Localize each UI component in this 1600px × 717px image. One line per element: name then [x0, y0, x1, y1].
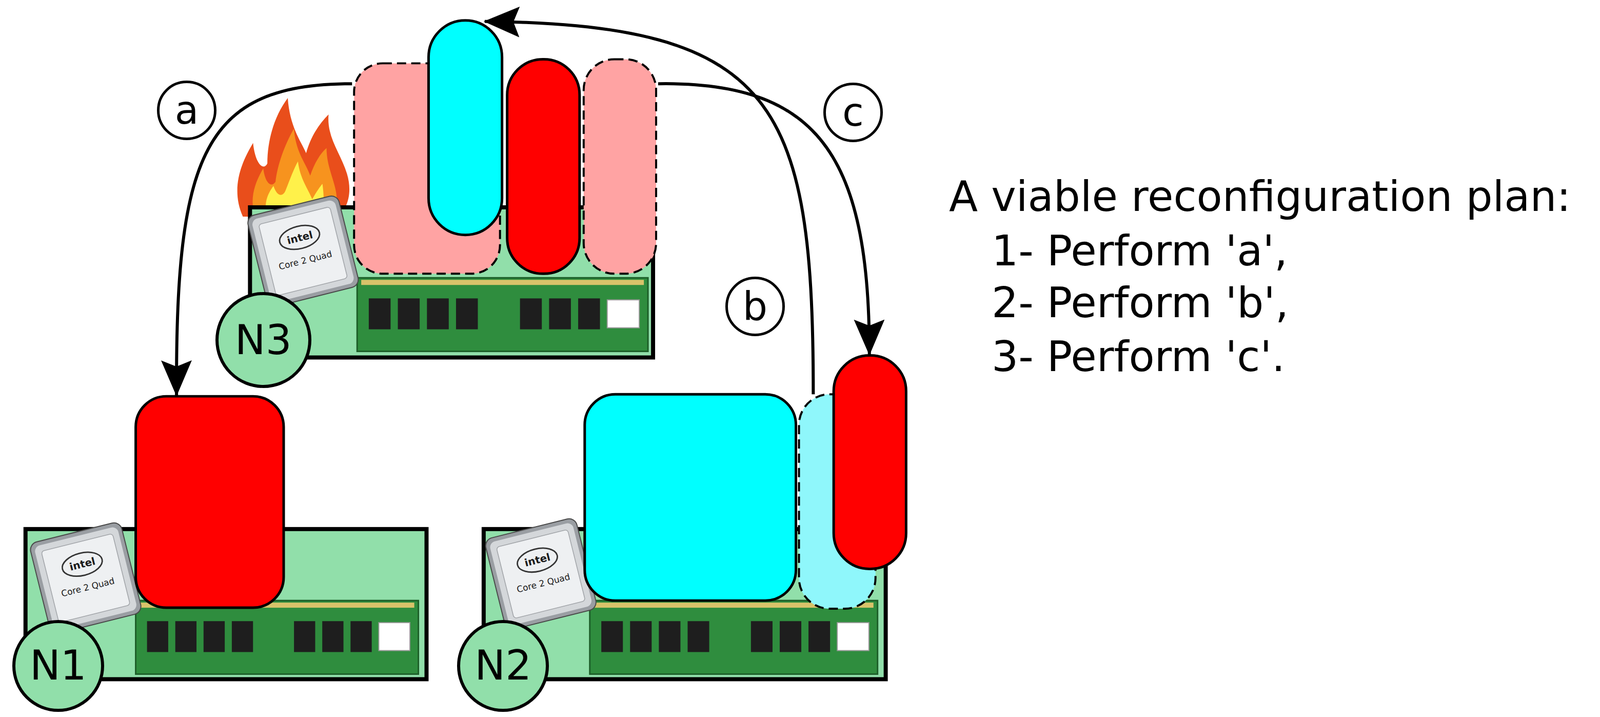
vm-cyan	[584, 393, 797, 601]
ram-board	[589, 600, 878, 674]
ram-chip	[578, 298, 601, 329]
cpu-body	[251, 199, 356, 304]
cpu-lid	[258, 206, 348, 296]
ram-chip	[520, 298, 543, 329]
ram-board	[135, 600, 419, 674]
ram-chip	[548, 298, 571, 329]
server-node: N1	[25, 396, 427, 679]
server-node: N2	[483, 355, 907, 680]
cpu-chip	[483, 516, 598, 631]
ram-chip	[629, 620, 652, 652]
ram-chip	[601, 620, 623, 652]
ram-chip	[779, 620, 802, 652]
plan-step: 3- Perform 'c'.	[991, 331, 1286, 382]
ram-chip	[293, 620, 315, 652]
cpu-body	[33, 525, 138, 630]
node-name: N1	[29, 644, 87, 686]
vm-cyan	[428, 20, 502, 235]
cpu-chip	[28, 520, 143, 635]
ram-sticker	[837, 622, 869, 650]
chip-brand: intel	[285, 228, 314, 247]
connectors	[176, 21, 870, 395]
cpu-logo-oval	[277, 221, 323, 254]
virtual-machines	[135, 20, 907, 609]
ram-chip	[808, 620, 831, 652]
ram-chip	[687, 620, 709, 652]
cpu-lid	[41, 533, 131, 623]
ram-chip	[147, 620, 169, 652]
step-label: b	[742, 286, 768, 326]
ram-contacts	[361, 279, 644, 285]
chip-model: Core 2 Quad	[277, 248, 333, 272]
cpu-body	[488, 521, 594, 626]
ram-chip	[203, 620, 225, 652]
cpu-chip	[246, 194, 361, 309]
node-name: N3	[234, 319, 292, 361]
chip-model: Core 2 Quad	[515, 570, 571, 595]
cpu-logo-oval	[515, 543, 561, 576]
ram-chip	[350, 620, 372, 652]
cpu-logo-oval	[59, 547, 105, 580]
plan-heading: A viable reconfiguration plan:	[949, 171, 1571, 222]
ram-chip	[368, 298, 391, 329]
cpu-edge	[28, 520, 143, 635]
ram-chip	[398, 298, 421, 329]
ram-module	[589, 600, 878, 674]
step-circle: b	[725, 276, 785, 336]
step-label: a	[174, 90, 200, 130]
plan-step: 2- Perform 'b',	[991, 277, 1289, 328]
ram-board	[357, 277, 648, 351]
ram-chip	[751, 620, 773, 652]
vm-red	[135, 396, 284, 608]
vm-ghost	[583, 58, 657, 274]
server-node: N3	[236, 20, 659, 358]
node-name: N2	[474, 644, 532, 686]
ram-module	[357, 277, 648, 351]
ram-sticker	[607, 299, 640, 328]
plan-step: 1- Perform 'a',	[991, 225, 1288, 276]
ram-chip	[175, 620, 197, 652]
cpu-edge	[246, 194, 361, 309]
ram-chip	[426, 298, 449, 329]
chip-model: Core 2 Quad	[60, 575, 116, 599]
node-name-circle: N3	[215, 291, 312, 388]
ram-chip	[231, 620, 253, 652]
node-name-circle: N2	[457, 619, 549, 712]
step-circle: c	[823, 82, 883, 142]
vm-red	[833, 355, 906, 569]
ram-module	[135, 600, 419, 674]
step-circle: a	[156, 80, 216, 140]
ram-sticker	[378, 622, 410, 650]
chip-brand: intel	[68, 554, 97, 574]
ram-chip	[322, 620, 344, 652]
step-label: c	[842, 92, 864, 132]
cpu-lid	[496, 529, 586, 619]
vm-red	[507, 58, 580, 274]
cpu-edge	[483, 516, 598, 631]
ram-chip	[456, 298, 479, 329]
chip-brand: intel	[523, 550, 552, 570]
ram-chip	[658, 620, 681, 652]
migration-arrow	[484, 21, 814, 394]
node-name-circle: N1	[12, 619, 105, 712]
